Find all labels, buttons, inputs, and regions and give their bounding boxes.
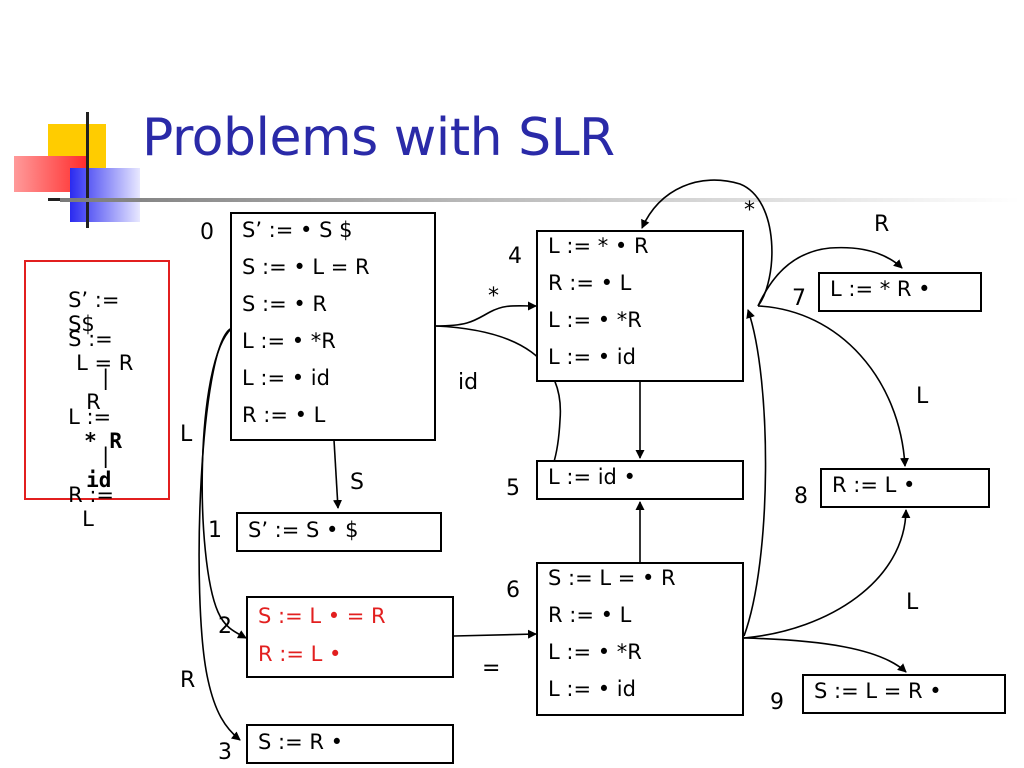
slide-title: Problems with SLR <box>142 108 615 168</box>
deco-vertical-line <box>86 112 89 228</box>
state-8-box: R := L • <box>820 468 990 508</box>
title-underline <box>60 198 1020 202</box>
grammar-rhs: id <box>86 468 112 492</box>
state-item: R := L • <box>832 473 916 497</box>
state-item: L := • *R <box>548 308 642 332</box>
state-7-box: L := * R • <box>818 272 982 312</box>
state-number: 6 <box>506 578 520 603</box>
state-number: 8 <box>794 484 808 509</box>
edge-label: L <box>916 384 929 409</box>
state-item: L := • *R <box>548 640 642 664</box>
state-5-box: L := id • <box>536 460 744 500</box>
state-item: L := • id <box>548 345 636 369</box>
state-number: 7 <box>792 286 806 311</box>
state-1-box: S’ := S • $ <box>236 512 442 552</box>
deco-blue-square <box>70 168 140 222</box>
edge-6-4 <box>743 309 767 637</box>
state-item: S’ := S • $ <box>248 518 359 542</box>
grammar-lhs: S’ := <box>68 288 120 312</box>
edge-label: = <box>482 656 501 681</box>
state-item: S := R • <box>258 730 344 754</box>
edge-0-3 <box>198 327 241 741</box>
state-9-box: S := L = R • <box>802 674 1006 714</box>
state-3-box: S := R • <box>246 724 454 764</box>
grammar-lhs: | <box>102 444 110 468</box>
state-number: 5 <box>506 476 520 501</box>
state-item: L := * R • <box>830 277 931 301</box>
state-number: 3 <box>218 740 232 765</box>
state-item: S := L • = R <box>258 604 386 628</box>
grammar-lhs: S := <box>68 327 113 351</box>
state-number: 0 <box>200 220 214 245</box>
edge-label: id <box>458 370 479 395</box>
state-item: R := • L <box>548 603 632 627</box>
state-item: L := * • R <box>548 234 649 258</box>
state-item: L := • *R <box>242 329 336 353</box>
edge-6-8 <box>743 509 911 639</box>
grammar-box: S’ := S$ S := L = R | R L := * R | id R … <box>24 260 170 531</box>
state-item: S’ := • S $ <box>242 218 353 242</box>
grammar-rhs: S$ <box>68 312 95 336</box>
state-number: 1 <box>208 518 222 543</box>
state-item: L := • id <box>242 366 330 390</box>
state-0-box: S’ := • S $ S := • L = R S := • R L := •… <box>230 212 436 441</box>
state-item: R := L • <box>258 642 342 666</box>
grammar-lhs: R := <box>68 483 114 507</box>
edge-label: R <box>874 212 890 237</box>
grammar-rhs: * R <box>84 429 122 453</box>
edge-0-4 <box>435 301 537 327</box>
grammar-lhs: | <box>102 366 110 390</box>
grammar-rhs: L = R <box>76 351 134 375</box>
state-number: 2 <box>218 614 232 639</box>
grammar-rhs: L <box>82 507 94 531</box>
edge-label: * <box>488 284 499 309</box>
state-item: L := • id <box>548 677 636 701</box>
edge-0-1 <box>333 439 343 509</box>
state-4-box: L := * • R R := • L L := • *R L := • id <box>536 230 744 382</box>
edge-2-6 <box>453 629 537 639</box>
edge-label: S <box>350 470 364 495</box>
edge-label: R <box>180 668 196 693</box>
edge-4-7 <box>757 246 903 307</box>
state-item: S := • L = R <box>242 255 370 279</box>
edge-6-9 <box>743 637 907 673</box>
state-6-box: S := L = • R R := • L L := • *R L := • i… <box>536 562 744 716</box>
state-item: R := • L <box>242 403 326 427</box>
state-number: 9 <box>770 690 784 715</box>
state-2-box: S := L • = R R := L • <box>246 596 454 678</box>
state-item: S := • R <box>242 292 328 316</box>
grammar-rhs: R <box>86 390 101 414</box>
edge-label: L <box>180 422 193 447</box>
state-number: 4 <box>508 244 522 269</box>
state-item: S := L = R • <box>814 679 942 703</box>
state-item: R := • L <box>548 271 632 295</box>
state-item: L := id • <box>548 465 636 489</box>
edge-4-4-loop <box>641 179 773 307</box>
edge-4-8 <box>757 305 910 467</box>
edge-label: * <box>744 198 755 223</box>
edge-label: L <box>906 590 919 615</box>
state-item: S := L = • R <box>548 566 676 590</box>
grammar-lhs: L := <box>68 405 112 429</box>
